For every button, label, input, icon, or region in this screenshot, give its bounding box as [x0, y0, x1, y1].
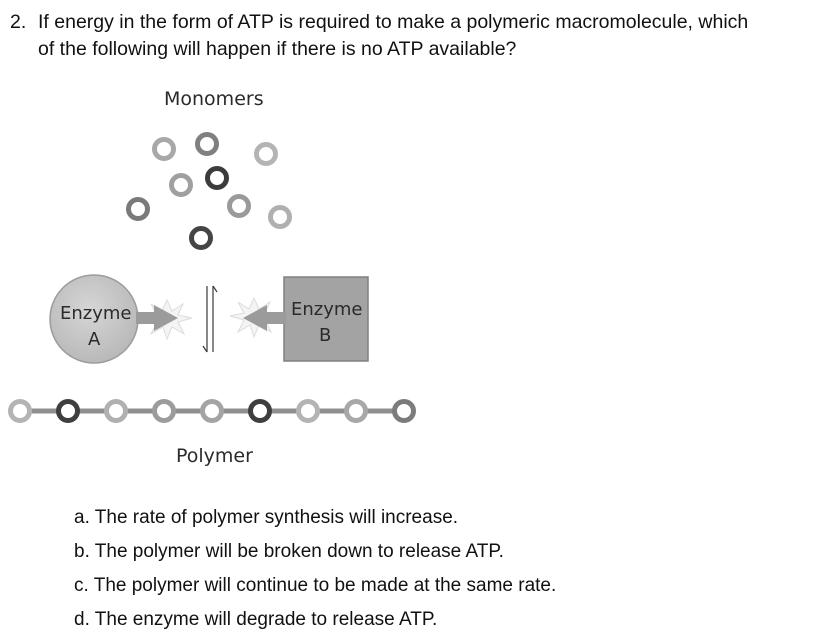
question-line-2: of the following will happen if there is… — [38, 38, 517, 60]
monomer — [254, 142, 278, 166]
enzyme-b-shape — [283, 276, 369, 362]
option-b[interactable]: b. The polymer will be broken down to re… — [74, 541, 504, 562]
polymer-unit — [248, 399, 272, 423]
option-d[interactable]: d. The enzyme will degrade to release AT… — [74, 609, 438, 630]
monomer — [126, 197, 150, 221]
monomer — [227, 194, 251, 218]
monomer — [195, 132, 219, 156]
question-line-1: If energy in the form of ATP is required… — [38, 11, 749, 33]
question-number: 2. — [10, 11, 27, 33]
enzyme-b-label-line2: B — [319, 325, 332, 346]
monomer — [268, 205, 292, 229]
enzyme-b-label-line1: Enzyme — [291, 299, 363, 320]
polymer-diagram: Monomers Enzyme A Enzyme B Polymer — [0, 80, 440, 480]
polymer-chain — [8, 399, 416, 423]
diagram-graphics — [8, 132, 416, 423]
option-a[interactable]: a. The rate of polymer synthesis will in… — [74, 507, 459, 528]
monomer — [152, 137, 176, 161]
polymer-unit — [392, 399, 416, 423]
polymer-label: Polymer — [176, 445, 253, 467]
option-c[interactable]: c. The polymer will continue to be made … — [74, 575, 557, 596]
enzyme-a-label-line2: A — [88, 329, 101, 350]
monomer — [189, 226, 213, 250]
monomers-group — [126, 132, 292, 250]
answer-options: a. The rate of polymer synthesis will in… — [74, 501, 556, 637]
question-text: 2. If energy in the form of ATP is requir… — [10, 9, 810, 63]
polymer-unit — [296, 399, 320, 423]
polymer-unit — [152, 399, 176, 423]
monomer — [169, 173, 193, 197]
enzyme-b-arrow-icon — [243, 305, 286, 331]
monomers-label: Monomers — [164, 88, 264, 110]
equilibrium-arrows-icon — [202, 285, 218, 353]
enzyme-a-arrow-icon — [136, 305, 178, 331]
polymer-unit — [104, 399, 128, 423]
polymer-unit — [56, 399, 80, 423]
polymer-unit — [344, 399, 368, 423]
monomer — [205, 166, 229, 190]
polymer-unit — [8, 399, 32, 423]
enzyme-a-label-line1: Enzyme — [60, 303, 132, 324]
polymer-unit — [200, 399, 224, 423]
